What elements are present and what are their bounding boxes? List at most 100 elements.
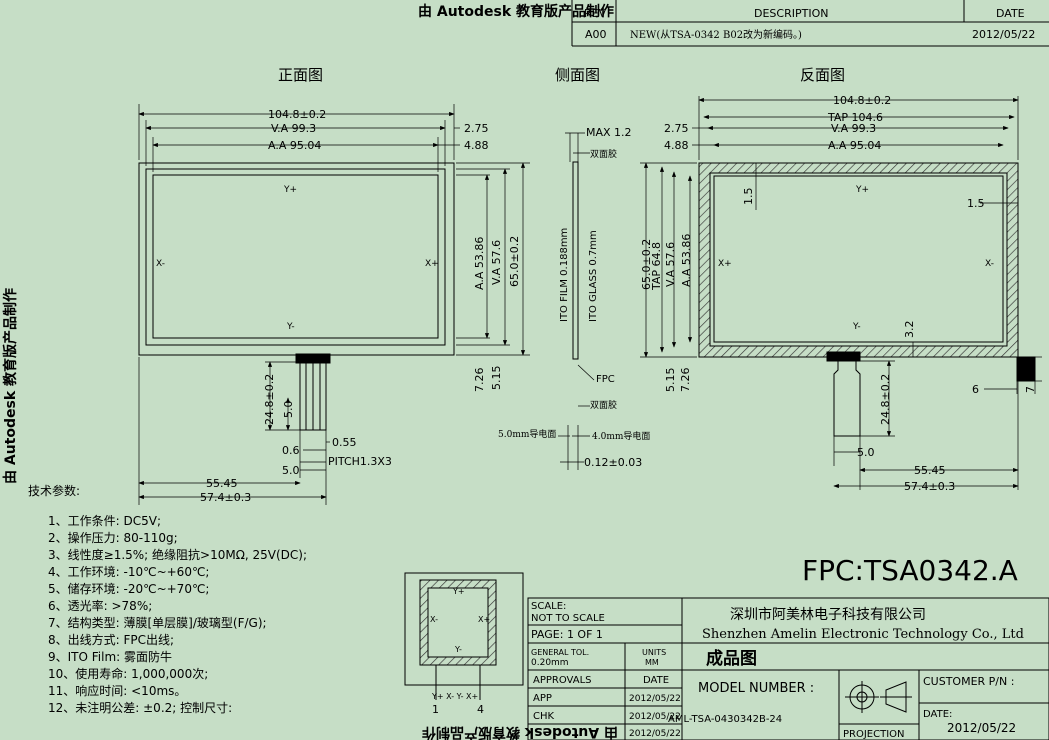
side-view — [558, 132, 595, 470]
revision-table — [571, 0, 1049, 47]
back-y-plus: Y+ — [855, 185, 869, 195]
schematic-labels: Y+ Y- X- X+ Y+ X- Y- X+ 1 4 — [430, 587, 490, 716]
units-label: UNITS — [642, 648, 666, 657]
front-fpc-connector — [295, 353, 331, 364]
side-ito-glass: ITO GLASS 0.7mm — [588, 230, 599, 322]
model-number-value: AML-TSA-0430342B-24 — [668, 714, 782, 725]
front-dim-va-width: V.A 99.3 — [271, 122, 316, 135]
rev-value: A00 — [585, 28, 607, 41]
schematic-y-minus: Y- — [454, 645, 462, 654]
rev-header: REV — [584, 7, 607, 20]
front-view-title: 正面图 — [278, 66, 323, 84]
side-adhesive-label: 双面胶 — [590, 148, 617, 160]
back-dim-7-26: 7.26 — [679, 368, 692, 393]
projection-symbol — [845, 681, 912, 713]
back-fpc-tail — [833, 361, 861, 437]
page-info: PAGE: 1 OF 1 — [531, 628, 603, 641]
back-dim-1-5: 1.5 — [967, 197, 985, 210]
front-dim-5-0: 5.0 — [282, 464, 300, 477]
front-x-plus: X+ — [425, 259, 439, 269]
title-block-text: SCALE: NOT TO SCALE PAGE: 1 OF 1 GENERAL… — [531, 601, 1024, 740]
side-ito-film: ITO FILM 0.188mm — [559, 228, 570, 322]
front-dim-5-0-vertical: 5.0 — [282, 401, 295, 419]
app-label: APP — [533, 693, 552, 704]
approvals-label: APPROVALS — [533, 675, 592, 686]
schematic-pin-4: 4 — [477, 703, 484, 716]
back-dim-aa-height: A.A 53.86 — [680, 234, 693, 287]
approvals-date-label: DATE — [643, 675, 669, 686]
spec-item: 8、出线方式: FPC出线; — [48, 632, 174, 647]
front-dim-tail-length: 24.8±0.2 — [263, 374, 276, 425]
side-dim-0-12: 0.12±0.03 — [584, 456, 642, 469]
customer-pn-label: CUSTOMER P/N : — [923, 675, 1014, 688]
fpc-part-number: FPC:TSA0342.A — [802, 554, 1018, 587]
back-dim-5-0: 5.0 — [857, 446, 875, 459]
back-dim-va-width: V.A 99.3 — [831, 122, 876, 135]
back-dim-6: 6 — [972, 383, 979, 396]
back-view — [640, 96, 1042, 490]
front-y-plus: Y+ — [283, 185, 297, 195]
side-max-thickness: MAX 1.2 — [586, 126, 632, 139]
specs-list: 1、工作条件: DC5V;2、操作压力: 80-110g;3、线性度≥1.5%;… — [48, 514, 307, 715]
back-dimension-labels: 104.8±0.2 TAP 104.6 V.A 99.3 A.A 95.04 2… — [640, 94, 1037, 493]
watermark-bottom: 由 Autodesk 教育版产品制作 — [422, 724, 618, 740]
spec-item: 2、操作压力: 80-110g; — [48, 530, 178, 545]
title-date-label: DATE: — [923, 709, 952, 720]
company-name-cn: 深圳市阿美林电子科技有限公司 — [730, 606, 926, 623]
front-dim-2-75: 2.75 — [464, 122, 489, 135]
projection-label: PROJECTION — [843, 729, 905, 740]
side-electrode-5: 5.0mm导电面 — [498, 428, 556, 440]
front-aa-area — [152, 174, 439, 339]
schematic-x-minus: X- — [430, 615, 438, 624]
general-tol-value: 0.20mm — [531, 658, 569, 668]
back-aa-area — [713, 175, 1004, 343]
back-dim-4-88: 4.88 — [664, 139, 689, 152]
title-date-value: 2012/05/22 — [947, 721, 1016, 735]
front-dim-pitch: PITCH1.3X3 — [328, 455, 392, 468]
back-dim-7: 7 — [1024, 386, 1037, 393]
front-dim-total-height: 65.0±0.2 — [508, 236, 521, 287]
schematic-y-plus: Y+ — [452, 587, 465, 596]
front-dim-4-88: 4.88 — [464, 139, 489, 152]
back-dim-5-15: 5.15 — [664, 368, 677, 393]
side-fpc-label: FPC — [596, 374, 615, 385]
side-electrode-4: 4.0mm导电面 — [592, 430, 650, 442]
back-dim-tap-height: TAP 64.8 — [650, 242, 663, 291]
scale-label: SCALE: — [531, 601, 566, 612]
scale-value: NOT TO SCALE — [531, 613, 605, 624]
back-dim-tail-length: 24.8±0.2 — [879, 374, 892, 425]
description-header: DESCRIPTION — [754, 7, 828, 20]
front-dim-aa-width: A.A 95.04 — [268, 139, 321, 152]
back-dim-2-75: 2.75 — [664, 122, 689, 135]
front-view — [138, 104, 530, 505]
back-dim-3-2: 3.2 — [903, 321, 916, 339]
watermark-left: 由 Autodesk 教育版产品制作 — [2, 288, 19, 484]
spec-item: 4、工作环境: -10℃~+60℃; — [48, 564, 209, 579]
back-dim-aa-width: A.A 95.04 — [828, 139, 881, 152]
front-va-area — [145, 168, 446, 346]
back-x-minus: X- — [985, 259, 994, 269]
back-dim-total-width: 104.8±0.2 — [833, 94, 891, 107]
side-glass-profile — [572, 161, 579, 360]
schematic-icon — [404, 572, 524, 700]
date-header: DATE — [996, 7, 1025, 20]
spec-item: 10、使用寿命: 1,000,000次; — [48, 666, 208, 681]
company-name-en: Shenzhen Amelin Electronic Technology Co… — [702, 627, 1024, 642]
front-dim-5-15: 5.15 — [490, 366, 503, 391]
back-dim-total-height: 65.0±0.2 — [640, 239, 653, 290]
front-dim-total-width: 104.8±0.2 — [268, 108, 326, 121]
front-dimension-labels: 104.8±0.2 V.A 99.3 A.A 95.04 2.75 4.88 A… — [156, 108, 521, 504]
units-value: MM — [645, 658, 659, 667]
specs-title: 技术参数: — [28, 483, 80, 498]
back-y-minus: Y- — [852, 322, 861, 332]
revision-date: 2012/05/22 — [972, 28, 1035, 41]
chk-date: 2012/05/22 — [629, 712, 681, 722]
spec-item: 3、线性度≥1.5%; 绝缘阻抗>10MΩ, 25V(DC); — [48, 547, 307, 562]
back-x-plus: X+ — [718, 259, 732, 269]
drawing-title: 成品图 — [706, 648, 757, 669]
title-block — [527, 597, 1049, 740]
revision-description: NEW(从TSA-0342 B02改为新编码。) — [630, 28, 802, 41]
drw-date: 2012/05/22 — [629, 729, 681, 739]
